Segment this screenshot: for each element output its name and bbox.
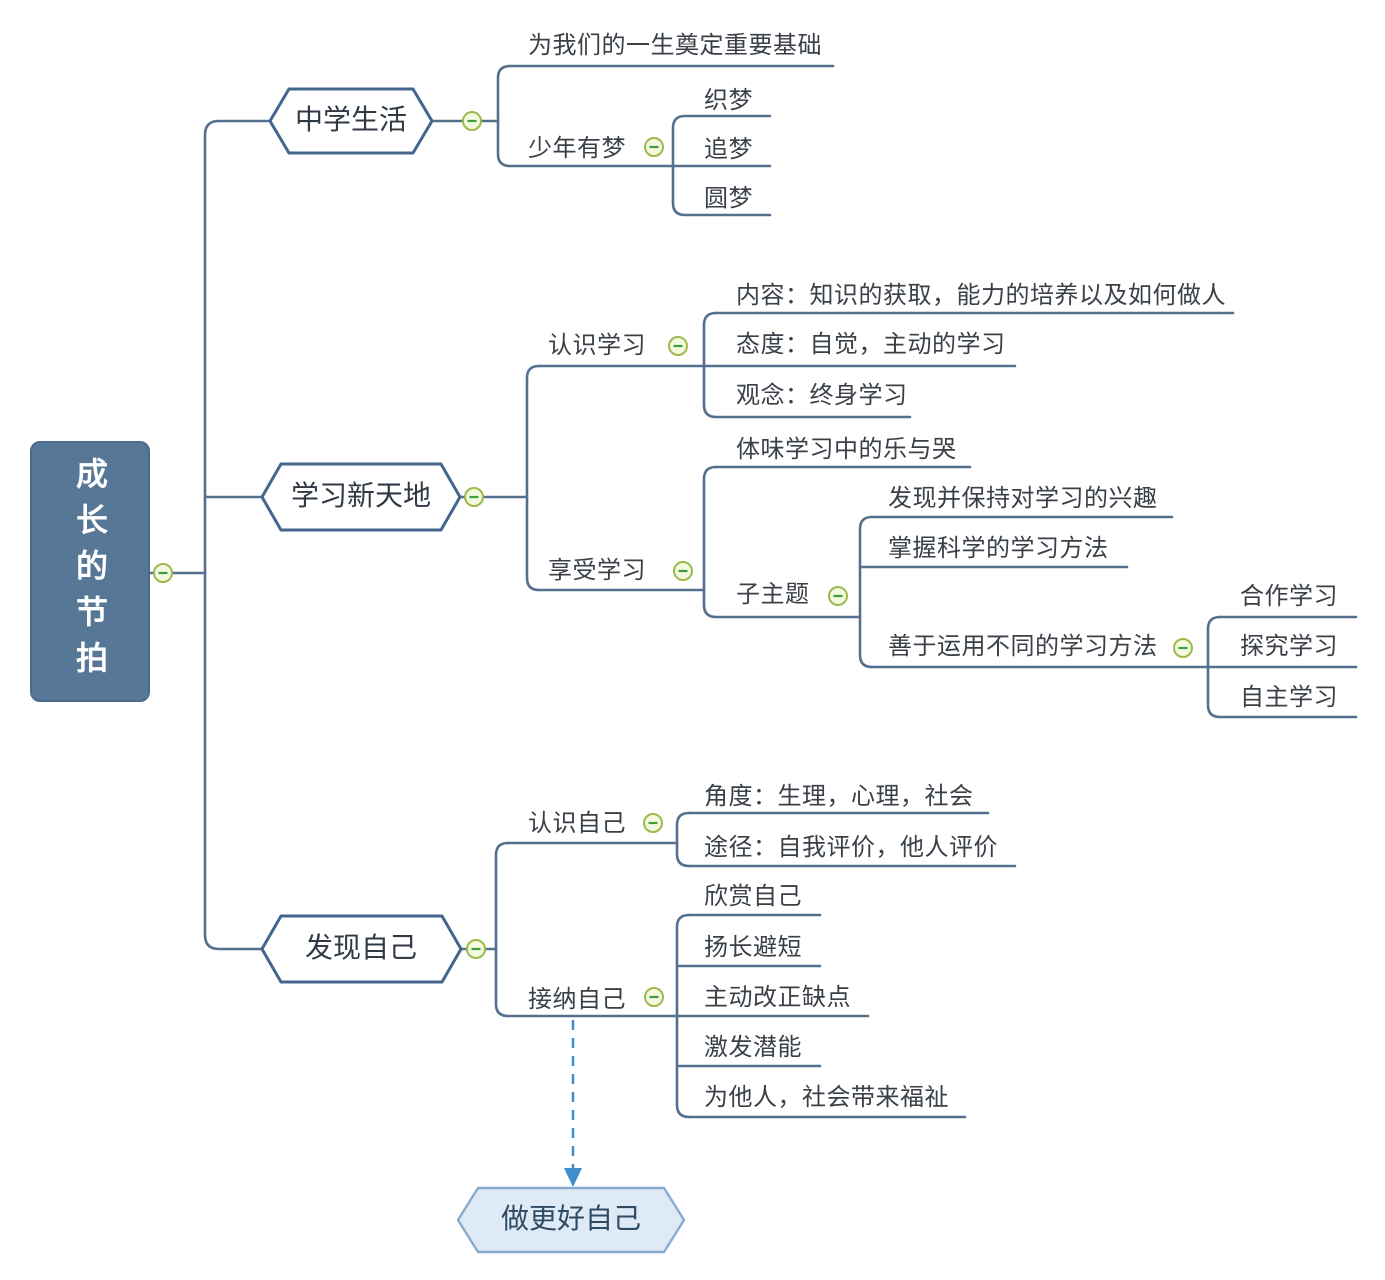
subtopic-chase-dream[interactable]: 追梦 (704, 137, 753, 163)
collapse-button[interactable] (644, 987, 664, 1007)
connector-trunk (203, 119, 272, 951)
subtopic-fulfill-dream[interactable]: 圆梦 (704, 186, 753, 212)
collapse-button[interactable] (643, 813, 663, 833)
subtopic-benefit-others-society[interactable]: 为他人，社会带来福祉 (704, 1085, 949, 1111)
connector (525, 364, 541, 592)
subtopic-accept-yourself[interactable]: 接纳自己 (528, 987, 626, 1013)
subtopic-use-different-methods[interactable]: 善于运用不同的学习方法 (888, 634, 1158, 660)
connector (494, 841, 510, 1018)
subtopic-weave-dream[interactable]: 织梦 (704, 88, 753, 114)
collapse-button[interactable] (673, 561, 693, 581)
connector (858, 515, 874, 669)
subtopic-taste-joy-and-pain[interactable]: 体味学习中的乐与哭 (736, 437, 957, 463)
collapse-button-root[interactable] (153, 563, 173, 583)
collapse-button[interactable] (462, 111, 482, 131)
subtopic-inquiry-learning[interactable]: 探究学习 (1240, 634, 1338, 660)
connector (1206, 615, 1222, 719)
root-topic-label: 成长的节拍 (72, 456, 108, 687)
subtopic-cooperative-learning[interactable]: 合作学习 (1240, 584, 1338, 610)
topic-shape-new-world-of-learning[interactable] (260, 462, 462, 532)
subtopic-stimulate-potential[interactable]: 激发潜能 (704, 1035, 802, 1061)
subtopic-learning-concept[interactable]: 观念：终身学习 (736, 383, 908, 409)
subtopic-autonomous-learning[interactable]: 自主学习 (1240, 685, 1338, 711)
connector (496, 64, 835, 168)
topic-shape-discover-yourself[interactable] (260, 914, 463, 984)
subtopic-angles[interactable]: 角度：生理，心理，社会 (704, 784, 974, 810)
subtopic-know-yourself[interactable]: 认识自己 (528, 811, 626, 837)
connector (671, 114, 772, 217)
subtopic-scientific-methods[interactable]: 掌握科学的学习方法 (888, 536, 1109, 562)
collapse-button[interactable] (828, 586, 848, 606)
connector (675, 913, 691, 1119)
topic-new-world-of-learning[interactable]: 学习新天地 (290, 481, 431, 512)
arrowhead-icon (564, 1168, 582, 1187)
collapse-buttons (153, 111, 1193, 1007)
subtopic-appreciate-yourself[interactable]: 欣赏自己 (704, 884, 802, 910)
subtopic-foundation-for-life[interactable]: 为我们的一生奠定重要基础 (528, 33, 822, 59)
subtopic-ways[interactable]: 途径：自我评价，他人评价 (704, 835, 998, 861)
collapse-button[interactable] (466, 939, 486, 959)
subtopic-correct-shortcomings[interactable]: 主动改正缺点 (704, 985, 851, 1011)
subtopic-understand-learning[interactable]: 认识学习 (548, 333, 646, 359)
subtopic-learning-attitude[interactable]: 态度：自觉，主动的学习 (736, 332, 1006, 358)
connector-lines (148, 64, 1358, 1119)
collapse-button[interactable] (644, 137, 664, 157)
subtopic-learning-content[interactable]: 内容：知识的获取，能力的培养以及如何做人 (736, 283, 1226, 309)
subtopic-sub-theme[interactable]: 子主题 (736, 582, 810, 608)
collapse-button[interactable] (668, 336, 688, 356)
callout-shape-be-better-self[interactable] (456, 1186, 686, 1254)
connector (702, 311, 718, 419)
topic-middle-school-life[interactable]: 中学生活 (294, 105, 407, 136)
subtopic-youth-has-dreams[interactable]: 少年有梦 (528, 136, 626, 162)
subtopic-enjoy-learning[interactable]: 享受学习 (548, 558, 646, 584)
connector (675, 811, 691, 868)
callout-be-better-self[interactable]: 做更好自己 (500, 1204, 641, 1235)
collapse-button[interactable] (464, 487, 484, 507)
topic-shape-middle-school-life[interactable] (268, 87, 434, 155)
connector (702, 465, 718, 619)
collapse-button[interactable] (1173, 638, 1193, 658)
root-topic[interactable]: 成长的节拍 (30, 441, 150, 702)
topic-discover-yourself[interactable]: 发现自己 (304, 933, 417, 964)
subtopic-use-strengths[interactable]: 扬长避短 (704, 935, 802, 961)
subtopic-keep-interest[interactable]: 发现并保持对学习的兴趣 (888, 486, 1158, 512)
